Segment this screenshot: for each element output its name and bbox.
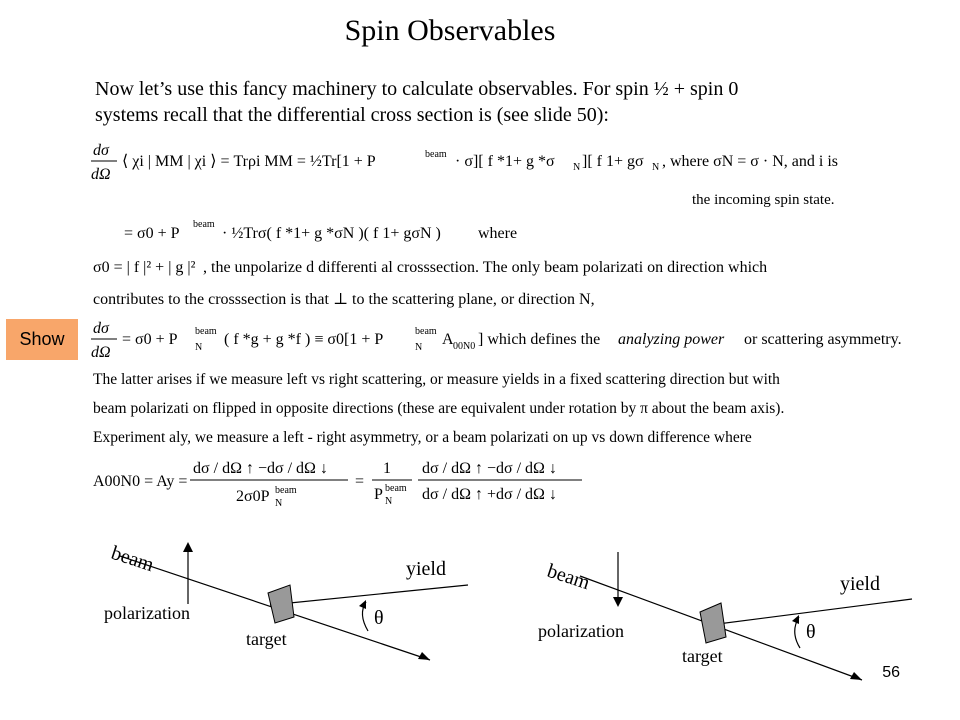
eq3-text: , the unpolarize d differenti al crossse… [203,259,767,276]
para-line: Experiment aly, we measure a left - righ… [93,429,752,446]
eq1-note: the incoming spin state. [692,192,834,208]
para-line: The latter arises if we measure left vs … [93,371,780,388]
eq5-end: or scattering asymmetry. [744,331,902,348]
eq1-beam-sup: beam [425,149,447,160]
eq6-num2: dσ / dΩ ↑ −dσ / dΩ ↓ [422,460,557,477]
eq-d-omega: dΩ [91,166,111,183]
equation-unpolarized: σ0 = | f |² + | g |² , the unpolarize d … [93,259,767,308]
beam-label: beam [108,542,156,576]
equation-analyzing-power: dσ dΩ = σ0 + P beam N ( f *g + g *f ) ≡ … [91,320,902,361]
yield-label: yield [406,558,446,580]
eq2-beam-sup: beam [193,219,215,230]
intro-line: Now let’s use this fancy machinery to ca… [95,78,739,100]
target-label: target [682,646,723,666]
eq-d-sigma: dσ [93,142,110,159]
eq1-tail: , where σN = σ · N, and i is [662,153,838,170]
eq6-den1: 2σ0P [236,488,270,505]
equation-expanded: = σ0 + P beam · ½Trσ( f *1+ g *σN )( f 1… [124,219,517,242]
eq5-sub-n2: N [415,342,422,353]
eq1-sub-n2: N [652,162,659,173]
theta-label: θ [374,607,384,629]
show-button[interactable]: Show [6,319,78,360]
equation-cross-section: dσ dΩ ⟨ χi | MM | χi ⟩ = Trρi MM = ½Tr[1… [91,142,838,208]
beam-label: beam [544,560,592,594]
eq3-def: σ0 = | f |² + | g |² [93,259,196,276]
diagram-right: beam polarization target yield θ [538,552,913,681]
eq1-mid2: ][ f 1+ gσ [582,153,644,170]
eq1-mid: · σ][ f *1+ g *σ [455,153,555,170]
eq6-sub-n2: N [385,496,392,507]
eq5-a: A [442,331,454,348]
para-line: beam polarizati on flipped in opposite d… [93,400,784,417]
eq5-lhs: = σ0 + P [122,331,178,348]
eq6-beam-sup: beam [275,485,297,496]
eq6-beam-sup2: beam [385,483,407,494]
eq5-d-sigma: dσ [93,320,110,337]
eq6-one: 1 [383,460,391,477]
eq1-rhs: ⟨ χi | MM | χi ⟩ = Trρi MM = ½Tr[1 + P [122,153,376,170]
eq2-where: where [478,225,517,242]
eq5-mid: ( f *g + g *f ) ≡ σ0[1 + P [224,331,383,348]
page-number: 56 [882,664,900,681]
slide-title: Spin Observables [344,14,556,47]
eq2-rest: · ½Trσ( f *1+ g *σN )( f 1+ gσN ) [222,225,441,242]
eq2-line: = σ0 + P [124,225,180,242]
eq6-equals: = [355,473,364,490]
diagram-left: beam polarization target yield θ [104,542,469,661]
eq6-num1: dσ / dΩ ↑ −dσ / dΩ ↓ [193,460,328,477]
intro-paragraph: Now let’s use this fancy machinery to ca… [95,76,895,128]
eq1-sub-n: N [573,162,580,173]
theta-label: θ [806,621,816,643]
eq6-p: P [374,486,383,503]
equation-asymmetry: A00N0 = Ay = dσ / dΩ ↑ −dσ / dΩ ↓ 2σ0P b… [93,460,582,509]
eq5-beam-sup: beam [195,326,217,337]
eq5-d-omega: dΩ [91,344,111,361]
paragraph: The latter arises if we measure left vs … [93,371,784,446]
polarization-label: polarization [538,621,624,641]
polarization-label: polarization [104,603,190,623]
eq5-sub-n: N [195,342,202,353]
yield-label: yield [840,573,880,595]
eq6-sub-n: N [275,498,282,509]
eq6-den2: dσ / dΩ ↑ +dσ / dΩ ↓ [422,486,557,503]
eq5-sub-00n0: 00N0 [453,341,475,352]
eq4-text: contributes to the crosssection is that … [93,291,595,308]
intro-line: systems recall that the differential cro… [95,104,609,126]
eq5-emph: analyzing power [618,331,725,348]
eq5-tail: ] which defines the [478,331,600,348]
eq6-lhs: A00N0 = Ay = [93,473,187,490]
target-label: target [246,629,287,649]
eq5-beam-sup2: beam [415,326,437,337]
